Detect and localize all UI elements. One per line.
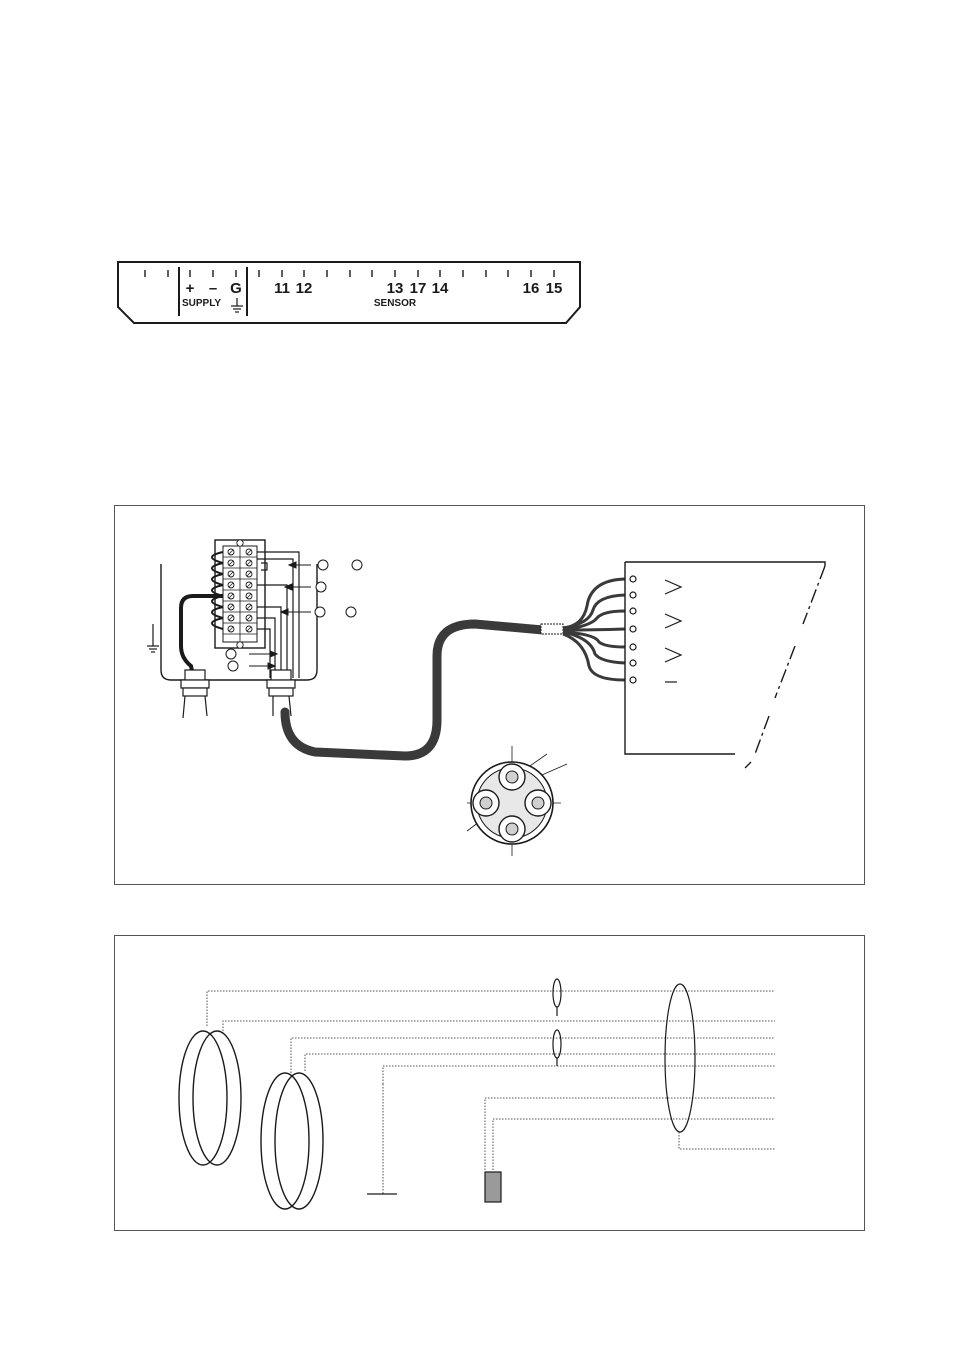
cable-gland-icon [181,670,209,718]
sensor-element [485,1172,501,1202]
ground-icon [147,624,159,652]
coil-pair-secondary [261,1073,323,1209]
terminal-label-plus: + [186,280,195,297]
terminal-label-11: 11 [274,280,290,297]
terminal-label-12: 12 [296,280,313,297]
coil-schematic-panel [114,935,865,1231]
wiring-panel [114,505,865,885]
sensor-fanout-wires [563,579,625,680]
cable-cross-section [467,746,567,856]
terminal-tick-marks [145,270,554,277]
sensor-label: SENSOR [374,298,417,309]
terminal-label-16: 16 [523,280,540,297]
cable-shield-braid [541,624,563,634]
terminal-label-14: 14 [432,280,449,297]
terminal-label-g: G [230,280,242,297]
twisted-pair-markers [553,979,561,1066]
terminal-label-minus: – [209,280,217,297]
sensor-terminal-pins [630,576,636,683]
supply-label: SUPPLY [182,298,221,309]
coil-schematic-diagram [115,936,864,1230]
wiring-diagram [115,506,864,884]
sensor-unit [625,562,825,768]
cable-bundle-marker [665,984,695,1132]
ground-icon [231,298,243,312]
terminal-label-17: 17 [410,280,427,297]
terminal-label-15: 15 [546,280,563,297]
sensor-cable [285,624,543,756]
terminal-label-13: 13 [387,280,404,297]
cable-gland-icon [267,670,295,716]
coil-pair-primary [179,1031,241,1165]
terminal-strip-diagram: + – G 11 12 13 17 14 16 15 SUPPLY SENSOR [0,0,954,340]
signal-lines [207,991,775,1194]
coil-symbols [665,580,681,682]
